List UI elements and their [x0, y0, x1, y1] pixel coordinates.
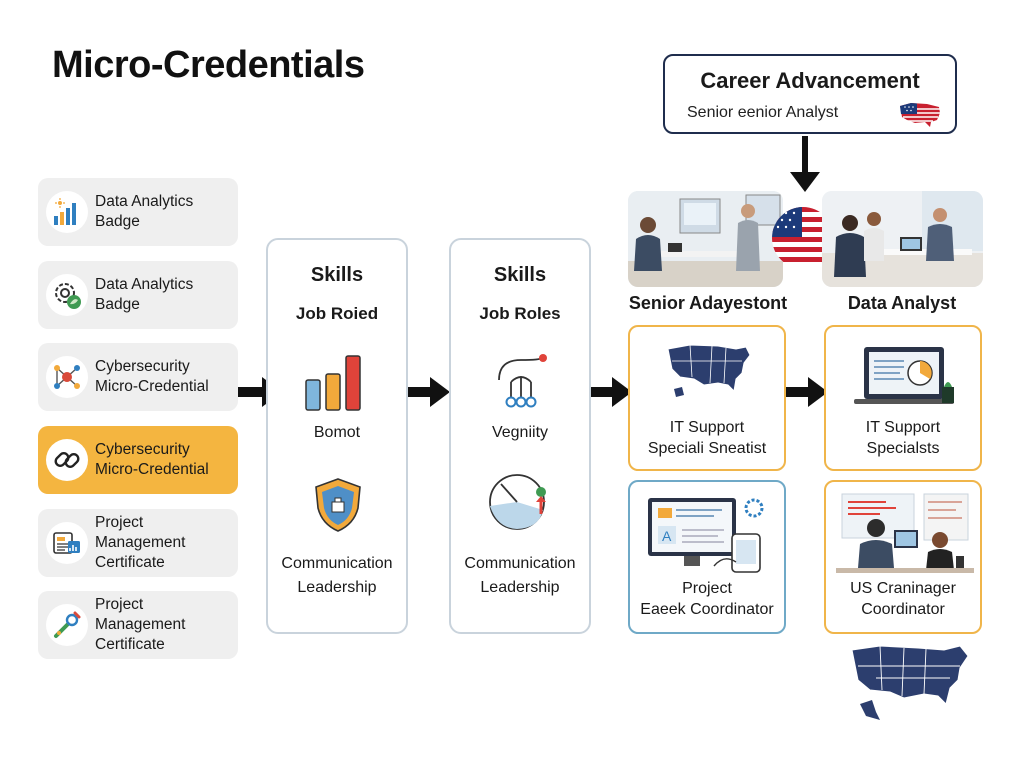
- career-advancement-title: Career Advancement: [700, 68, 920, 93]
- credential-icon-wrap: [46, 191, 88, 233]
- svg-text:A: A: [662, 528, 672, 544]
- chain-link-icon: [54, 452, 80, 468]
- office-workers-icon: [836, 493, 974, 573]
- column-bottom-label: Communication Leadership: [464, 555, 576, 596]
- us-map-icon: [851, 645, 969, 720]
- bar-chart-icon: [305, 355, 361, 411]
- column-bottom-label: Communication Leadership: [281, 555, 393, 596]
- column-middle-label: Bomot: [313, 424, 361, 441]
- career-advancement-subtitle: Senior eenior Analyst: [687, 104, 839, 121]
- role-label: IT Support Speciali Sneatist: [647, 419, 767, 457]
- branch-nodes-icon: [498, 354, 547, 408]
- role-label: Project Eaeek Coordinator: [640, 580, 774, 618]
- credential-item-3[interactable]: Cybersecurity Micro-Credential: [38, 343, 238, 411]
- us-map-icon: [667, 344, 751, 397]
- credential-label: Data Analytics Badge: [95, 193, 194, 230]
- credential-item-2[interactable]: Data Analytics Badge: [38, 261, 238, 329]
- monitor-design-icon: A: [648, 498, 764, 573]
- meeting-photo-icon: [628, 191, 783, 287]
- role-label: IT Support Specialsts: [865, 419, 941, 457]
- network-nodes-icon: [54, 365, 80, 389]
- credential-icon-wrap: [46, 274, 88, 316]
- tools-icon: [54, 611, 81, 638]
- gear-leaf-icon: [55, 283, 81, 309]
- credential-label: Project Management Certificate: [95, 514, 186, 571]
- credential-label: Cybersecurity Micro-Credential: [95, 441, 209, 478]
- credential-label: Data Analytics Badge: [95, 276, 194, 313]
- office-photo-2: [822, 191, 983, 287]
- credential-label: Cybersecurity Micro-Credential: [95, 358, 209, 395]
- credential-item-5[interactable]: Project Management Certificate: [38, 509, 238, 577]
- laptop-chart-icon: [854, 347, 954, 404]
- role-card-it-support-2[interactable]: IT Support Specialsts: [824, 325, 982, 471]
- team-meeting-icon: [822, 191, 983, 287]
- document-chart-icon: [53, 532, 80, 554]
- skills-column-2: Skills Job Roles Vegniity Communication …: [449, 238, 591, 634]
- page-title: Micro-Credentials: [52, 44, 365, 86]
- role-card-it-support-1[interactable]: IT Support Speciali Sneatist: [628, 325, 786, 471]
- down-arrow-icon: [790, 136, 820, 192]
- credential-item-1[interactable]: Data Analytics Badge: [38, 178, 238, 246]
- role-card-project-coordinator[interactable]: A Project Eaeek Coordinator: [628, 480, 786, 634]
- credential-icon-wrap: [46, 439, 88, 481]
- role-card-us-coordinator[interactable]: US Craninager Coordinator: [824, 480, 982, 634]
- column-subtitle: Job Roied: [295, 304, 379, 323]
- photo-caption-2: Data Analyst: [847, 293, 957, 313]
- column-title: Skills: [493, 264, 547, 286]
- career-advancement-box: Career Advancement Senior eenior Analyst: [663, 54, 957, 134]
- right-arrow-icon: [588, 377, 632, 407]
- credential-icon-wrap: [46, 522, 88, 564]
- credential-icon-wrap: [46, 356, 88, 398]
- right-arrow-icon: [784, 377, 828, 407]
- credential-item-6[interactable]: Project Management Certificate: [38, 591, 238, 659]
- credential-item-4-selected[interactable]: Cybersecurity Micro-Credential: [38, 426, 238, 494]
- bar-chart-icon: [54, 198, 76, 225]
- photo-caption-1: Senior Adayestont: [628, 293, 788, 313]
- credential-label: Project Management Certificate: [95, 596, 186, 653]
- role-label: US Craninager Coordinator: [850, 580, 956, 618]
- column-subtitle: Job Roles: [479, 304, 561, 323]
- column-title: Skills: [310, 264, 364, 286]
- shield-icon: [315, 478, 361, 532]
- credential-icon-wrap: [46, 604, 88, 646]
- right-arrow-icon: [406, 377, 450, 407]
- column-middle-label: Vegniity: [491, 424, 549, 441]
- office-photo-1: [628, 191, 783, 287]
- us-flag-map-icon: [900, 103, 940, 127]
- gauge-icon: [489, 474, 546, 530]
- skills-column-1: Skills Job Roied Bomot Communication Lea…: [266, 238, 408, 634]
